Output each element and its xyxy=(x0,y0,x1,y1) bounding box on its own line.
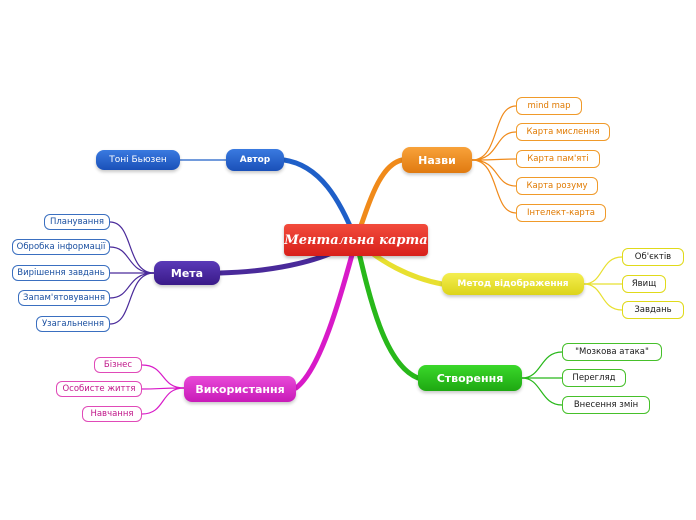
child-lines-usage xyxy=(141,364,185,415)
author-child-node[interactable]: Тоні Бьюзен xyxy=(96,150,180,170)
names-item-mind-map[interactable]: mind map xyxy=(516,97,582,115)
method-item-phenomena[interactable]: Явищ xyxy=(622,275,666,293)
branch-line-usage xyxy=(293,237,359,391)
usage-item-business[interactable]: Бізнес xyxy=(94,357,142,373)
names-item-intellect-map[interactable]: Інтелект-карта xyxy=(516,204,606,222)
names-item-memory-map[interactable]: Карта пам'яті xyxy=(516,150,600,168)
branch-line-creation xyxy=(353,237,421,381)
creation-item-review[interactable]: Перегляд xyxy=(562,369,626,387)
child-lines-goal xyxy=(109,221,155,325)
central-topic[interactable]: Ментальна карта xyxy=(284,224,428,256)
branch-usage[interactable]: Використання xyxy=(184,376,296,402)
names-item-thinking-map[interactable]: Карта мислення xyxy=(516,123,610,141)
names-item-mind-card[interactable]: Карта розуму xyxy=(516,177,598,195)
branch-goal[interactable]: Мета xyxy=(154,261,220,285)
goal-item-planning[interactable]: Планування xyxy=(44,214,110,230)
usage-item-education[interactable]: Навчання xyxy=(82,406,142,422)
child-lines-method xyxy=(583,256,623,311)
branch-creation[interactable]: Створення xyxy=(418,365,522,391)
branch-author[interactable]: Автор xyxy=(226,149,284,171)
goal-item-memorizing[interactable]: Запам'ятовування xyxy=(18,290,110,306)
goal-item-info-processing[interactable]: Обробка інформації xyxy=(12,239,110,255)
child-lines-names xyxy=(471,105,517,214)
branch-names[interactable]: Назви xyxy=(402,147,472,173)
creation-item-brainstorm[interactable]: "Мозкова атака" xyxy=(562,343,662,361)
usage-item-personal-life[interactable]: Особисте життя xyxy=(56,381,142,397)
method-item-objects[interactable]: Об'єктів xyxy=(622,248,684,266)
goal-item-problem-solving[interactable]: Вирішення завдань xyxy=(12,265,110,281)
method-item-tasks[interactable]: Завдань xyxy=(622,301,684,319)
goal-item-generalization[interactable]: Узагальнення xyxy=(36,316,110,332)
creation-item-changes[interactable]: Внесення змін xyxy=(562,396,650,414)
child-lines-creation xyxy=(521,351,563,406)
branch-method[interactable]: Метод відображення xyxy=(442,273,584,295)
